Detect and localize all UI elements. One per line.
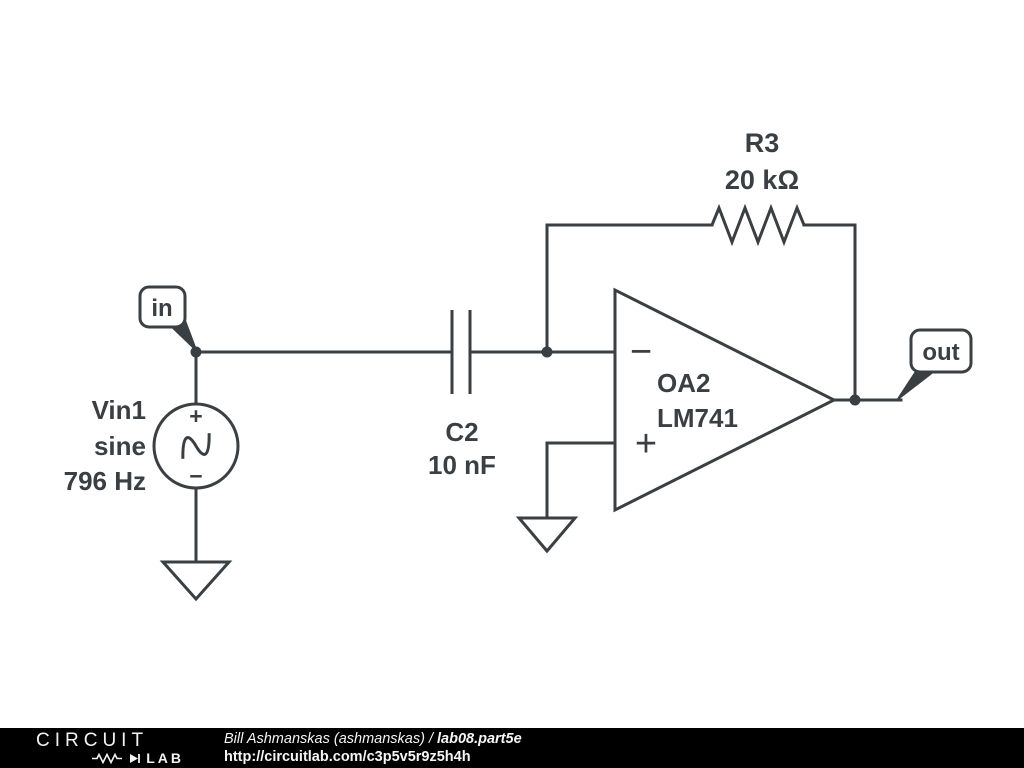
- net-label-out-pointer: [897, 369, 934, 400]
- logo-text-lab: LAB: [146, 750, 184, 766]
- r3-name-label: R3: [745, 128, 780, 158]
- node-junction: [190, 346, 202, 358]
- logo-text-circuit: CIRCUIT: [36, 730, 149, 751]
- wire: [802, 223, 857, 402]
- wires: [194, 223, 903, 564]
- footer-author-line: Bill Ashmanskas (ashmanskas) / lab08.par…: [224, 730, 522, 748]
- net-label-out-badge: [909, 328, 973, 374]
- c2-value-label: 10 nF: [428, 450, 496, 480]
- wire: [545, 441, 617, 520]
- source-plus-sign: +: [189, 403, 202, 429]
- net-label-in-badge: [138, 285, 187, 329]
- vin1-waveform-label: sine: [94, 431, 146, 461]
- node-junction: [849, 394, 861, 406]
- net-label-out[interactable]: out: [897, 328, 973, 400]
- wire: [545, 223, 714, 354]
- voltage-source-vin1[interactable]: + − Vin1 sine 796 Hz: [64, 395, 240, 496]
- opamp-noninverting-input-sign: +: [635, 423, 657, 465]
- resistor-icon: [92, 752, 126, 764]
- sine-wave-icon: [181, 433, 211, 459]
- vin1-frequency-label: 796 Hz: [64, 466, 146, 496]
- opamp-inverting-input-sign: −: [630, 331, 652, 373]
- circuitlab-logo[interactable]: CIRCUIT LAB: [0, 731, 196, 765]
- net-label-in-text: in: [151, 295, 172, 322]
- footer-bar: CIRCUIT LAB Bill Ashmanskas (ashmanskas)…: [0, 728, 1024, 768]
- opamp-triangle: [613, 287, 838, 513]
- footer-author: Bill Ashmanskas (ashmanskas): [224, 731, 425, 747]
- schematic-area: in out + − Vin1 sine 796 Hz C2 10 nF R3 …: [0, 0, 1024, 728]
- net-label-in[interactable]: in: [138, 285, 197, 351]
- vin1-name-label: Vin1: [92, 395, 146, 425]
- oa2-model-label: LM741: [657, 403, 738, 433]
- schematic-canvas[interactable]: in out + − Vin1 sine 796 Hz C2 10 nF R3 …: [0, 0, 1024, 728]
- ground-symbol-source: [159, 560, 233, 602]
- node-junction: [541, 346, 553, 358]
- net-label-out-text: out: [922, 339, 959, 366]
- r3-value-label: 20 kΩ: [725, 165, 799, 195]
- footer-separator: /: [424, 731, 438, 747]
- footer-project-name: lab08.part5e: [437, 731, 522, 747]
- source-minus-sign: −: [189, 463, 202, 489]
- diode-icon: [129, 753, 143, 764]
- footer-info: Bill Ashmanskas (ashmanskas) / lab08.par…: [224, 730, 522, 766]
- resistor-r3[interactable]: R3 20 kΩ: [710, 128, 806, 247]
- c2-name-label: C2: [445, 417, 478, 447]
- opamp-oa2[interactable]: − + OA2 LM741: [613, 287, 838, 513]
- capacitor-c2[interactable]: C2 10 nF: [428, 310, 496, 480]
- footer-url: http://circuitlab.com/c3p5v5r9z5h4h: [224, 749, 471, 765]
- ground-triangle: [159, 560, 233, 602]
- oa2-name-label: OA2: [657, 368, 710, 398]
- ground-symbol-opamp: [515, 516, 579, 554]
- resistor-zigzag: [710, 203, 806, 247]
- ground-triangle: [515, 516, 579, 554]
